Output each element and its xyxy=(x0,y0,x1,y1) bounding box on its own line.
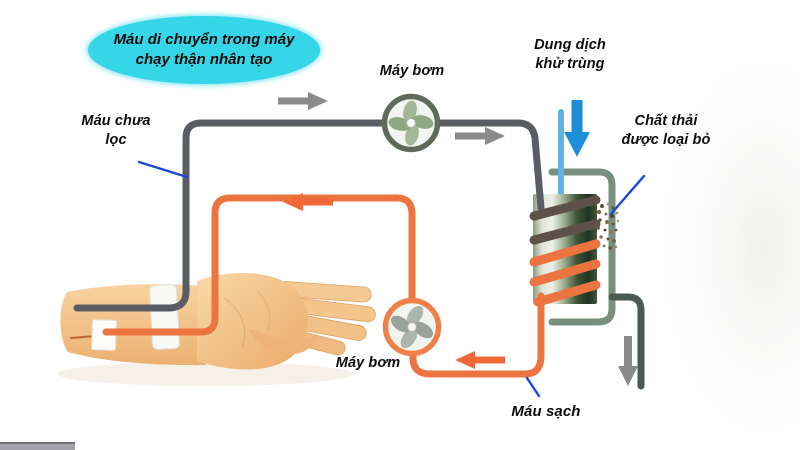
screen-edge-bar xyxy=(0,442,75,450)
pointer-unfiltered-blood xyxy=(137,160,189,179)
pump-bottom xyxy=(382,297,442,357)
label-unfiltered-line1: Máu chưa xyxy=(81,113,151,129)
waste-outflow-tube xyxy=(608,293,645,390)
dialyzer-coil xyxy=(529,195,601,307)
palm-crease xyxy=(257,291,271,331)
flow-arrow-left-top xyxy=(283,193,333,211)
label-unfiltered-line2: lọc xyxy=(105,131,127,148)
clean-blood-tube-lower xyxy=(409,292,545,378)
label-waste-removed: Chất thải được loại bỏ xyxy=(602,112,730,149)
label-pump-top-text: Máy bơm xyxy=(379,63,445,79)
disinfectant-down-arrow xyxy=(564,100,590,157)
dialysate-housing-tube xyxy=(548,168,616,326)
unfiltered-blood-tube xyxy=(73,119,545,312)
title-line2: chạy thận nhân tạo xyxy=(135,51,273,68)
arm-hand-illustration xyxy=(57,272,376,386)
label-clean-blood-text: Máu sạch xyxy=(511,403,581,420)
pump-bottom-fan-icon xyxy=(390,305,434,349)
label-disinfectant-line2: khử trùng xyxy=(535,55,605,72)
pointer-waste xyxy=(609,174,646,216)
label-pump-top: Máy bơm xyxy=(352,62,472,81)
flow-arrow-right-2 xyxy=(455,127,505,145)
flow-arrow-left-bottom xyxy=(455,351,505,369)
label-pump-bottom: Máy bơm xyxy=(310,354,426,373)
pointer-clean-blood xyxy=(525,376,541,398)
label-pump-bottom-text: Máy bơm xyxy=(335,355,401,371)
pump-top-fan-icon xyxy=(388,100,434,146)
title-line1: Máu di chuyển trong máy xyxy=(113,30,295,48)
label-waste-line2: được loại bỏ xyxy=(621,131,711,148)
palm-crease xyxy=(223,297,246,349)
waste-flow-down-arrow xyxy=(618,336,638,386)
pump-top xyxy=(381,93,441,153)
arm-shadow xyxy=(57,362,353,386)
label-unfiltered-blood: Máu chưa lọc xyxy=(62,112,170,149)
thumb xyxy=(249,329,317,355)
label-disinfectant-line1: Dung dịch xyxy=(534,37,606,53)
label-disinfectant: Dung dịch khử trùng xyxy=(508,36,632,73)
label-waste-line1: Chất thải xyxy=(634,113,698,129)
clean-blood-tube-upper xyxy=(102,194,416,336)
title-bubble: Máu di chuyển trong máy chạy thận nhân t… xyxy=(88,16,320,84)
wrist-cuff xyxy=(149,284,180,350)
waste-particles xyxy=(595,200,620,250)
label-clean-blood: Máu sạch xyxy=(494,402,598,421)
flow-arrow-right-1 xyxy=(278,92,328,110)
